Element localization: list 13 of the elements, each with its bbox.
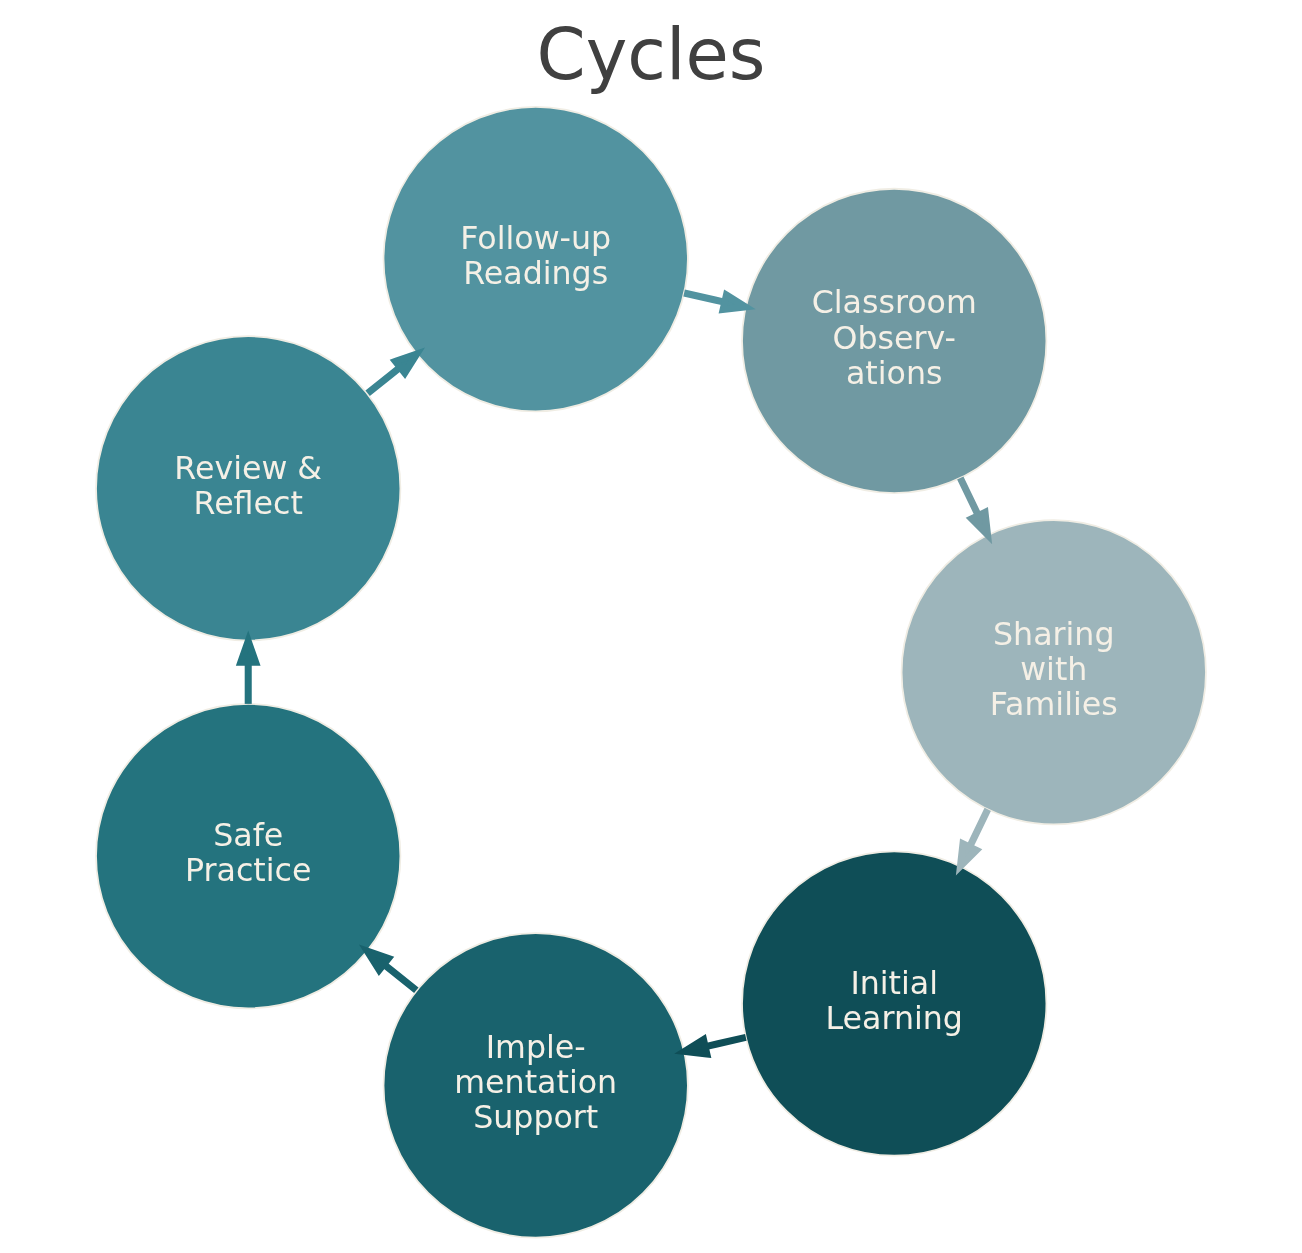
arrow <box>683 289 756 314</box>
node-circle: Initial Learning <box>741 850 1048 1157</box>
node-circle: Sharing with Families <box>900 519 1207 826</box>
arrow <box>235 630 261 704</box>
node-circle: Safe Practice <box>95 703 402 1010</box>
node-circle: Follow-up Readings <box>382 106 689 413</box>
node-circle: Classroom Observ- ations <box>741 187 1048 494</box>
diagram-title: Cycles <box>536 13 766 96</box>
arrow <box>957 476 993 545</box>
arrow <box>365 347 425 396</box>
arrow <box>955 807 991 876</box>
arrow <box>674 1033 747 1058</box>
arrow <box>358 944 419 993</box>
